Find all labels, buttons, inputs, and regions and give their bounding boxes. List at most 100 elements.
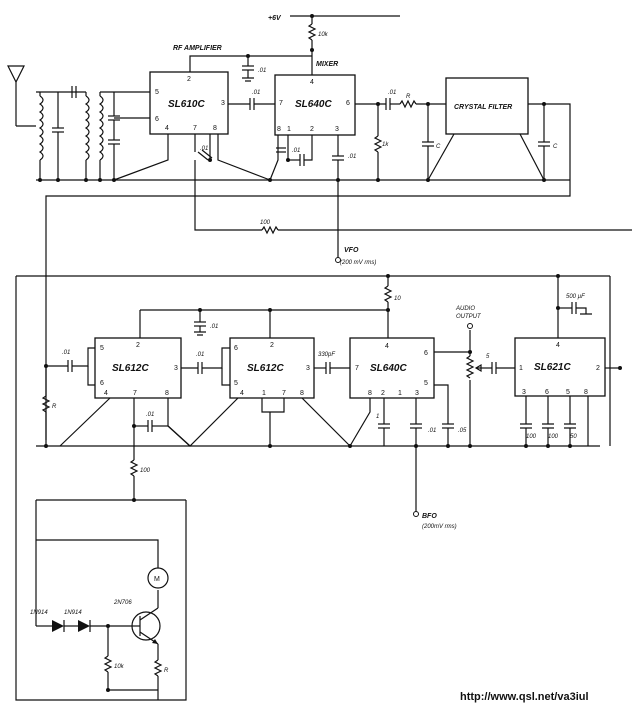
svg-text:5: 5 [486, 354, 490, 360]
meter-icon: M [147, 567, 169, 589]
ic-sl640c-label: SL640C [295, 99, 332, 110]
svg-text:.01: .01 [258, 68, 266, 74]
svg-text:5: 5 [234, 380, 238, 387]
r-10k-top: 10k [318, 32, 329, 38]
svg-text:2: 2 [187, 76, 191, 83]
svg-text:8: 8 [277, 126, 281, 133]
ic-sl621c-label: SL621C [534, 362, 571, 373]
svg-text:100: 100 [548, 434, 559, 440]
svg-text:4: 4 [556, 342, 560, 349]
svg-text:5: 5 [100, 345, 104, 352]
svg-text:5: 5 [155, 89, 159, 96]
ic-sl612c-2: SL612C 6 5 2 3 4 1 7 8 [229, 337, 315, 399]
svg-text:.05: .05 [458, 428, 467, 434]
svg-text:C: C [436, 144, 441, 150]
svg-text:3: 3 [306, 365, 310, 372]
diode-2-label: 1N914 [64, 610, 82, 616]
antenna-icon [7, 65, 36, 127]
svg-text:1: 1 [376, 414, 379, 420]
svg-text:7: 7 [133, 390, 137, 397]
crystal-filter: CRYSTAL FILTER [445, 77, 529, 135]
svg-text:1k: 1k [382, 142, 389, 148]
svg-text:100: 100 [260, 220, 271, 226]
svg-text:2: 2 [381, 390, 385, 397]
svg-text:2: 2 [596, 365, 600, 372]
svg-text:7: 7 [279, 100, 283, 107]
svg-text:R: R [406, 94, 411, 100]
audio-output-label: AUDIO [455, 306, 475, 312]
svg-text:2: 2 [270, 342, 274, 349]
ic-sl612c-1: SL612C 5 6 2 3 4 7 8 [94, 337, 182, 399]
svg-text:.01: .01 [252, 90, 260, 96]
mixer-label: MIXER [316, 61, 338, 68]
svg-text:1: 1 [287, 126, 291, 133]
svg-text:R: R [52, 404, 57, 410]
diode-1n914-2 [78, 620, 91, 632]
svg-text:8: 8 [300, 390, 304, 397]
svg-text:8: 8 [213, 125, 217, 132]
bfo-level: (200mV rms) [422, 524, 457, 530]
svg-text:5: 5 [424, 380, 428, 387]
svg-text:OUTPUT: OUTPUT [456, 314, 482, 320]
diode-1n914-1 [52, 620, 65, 632]
bfo-label: BFO [422, 513, 437, 520]
svg-text:6: 6 [155, 116, 159, 123]
svg-text:.01: .01 [200, 146, 208, 152]
svg-text:4: 4 [385, 343, 389, 350]
svg-text:R: R [164, 668, 169, 674]
supply-label: +6V [268, 15, 282, 22]
svg-text:2: 2 [136, 342, 140, 349]
svg-text:.01: .01 [210, 324, 218, 330]
transistor-2n706 [130, 607, 161, 645]
svg-text:4: 4 [165, 125, 169, 132]
ic-sl610c: SL610C 5 6 2 3 4 7 8 [149, 71, 229, 135]
svg-text:4: 4 [104, 390, 108, 397]
svg-text:.01: .01 [196, 352, 204, 358]
svg-text:10k: 10k [114, 664, 125, 670]
svg-text:7: 7 [355, 365, 359, 372]
vfo-label: VFO [344, 247, 359, 254]
ic-sl640c-detector: SL640C 4 7 6 5 8 2 1 3 [349, 337, 435, 399]
svg-text:.01: .01 [292, 148, 300, 154]
svg-text:.01: .01 [146, 412, 154, 418]
svg-text:1: 1 [262, 390, 266, 397]
svg-text:2: 2 [310, 126, 314, 133]
svg-text:3: 3 [174, 365, 178, 372]
crystal-filter-label: CRYSTAL FILTER [454, 104, 512, 111]
svg-text:100: 100 [526, 434, 537, 440]
supply-rail: +6V 10k [268, 14, 400, 75]
ic-sl612c-2-label: SL612C [247, 363, 284, 374]
svg-text:3: 3 [522, 389, 526, 396]
svg-text:M: M [154, 576, 160, 583]
svg-text:6: 6 [234, 345, 238, 352]
input-tuned-circuits [36, 86, 150, 180]
svg-text:6: 6 [424, 350, 428, 357]
svg-text:C: C [553, 144, 558, 150]
svg-text:3: 3 [335, 126, 339, 133]
vfo-level: (200 mV rms) [340, 260, 376, 266]
svg-text:7: 7 [193, 125, 197, 132]
svg-text:6: 6 [346, 100, 350, 107]
svg-text:4: 4 [240, 390, 244, 397]
svg-text:5: 5 [566, 389, 570, 396]
svg-text:1: 1 [398, 390, 402, 397]
ic-sl610c-label: SL610C [168, 99, 205, 110]
diode-1-label: 1N914 [30, 610, 48, 616]
svg-text:.01: .01 [62, 350, 70, 356]
svg-text:3: 3 [415, 390, 419, 397]
svg-text:4: 4 [310, 79, 314, 86]
ic-sl612c-1-label: SL612C [112, 363, 149, 374]
svg-text:.01: .01 [388, 90, 396, 96]
svg-text:500 µF: 500 µF [566, 294, 585, 300]
svg-text:330pF: 330pF [318, 352, 335, 358]
svg-text:100: 100 [140, 468, 151, 474]
svg-text:3: 3 [221, 100, 225, 107]
svg-text:.01: .01 [428, 428, 436, 434]
svg-text:8: 8 [584, 389, 588, 396]
footer-url: http://www.qsl.net/va3iul [460, 691, 589, 703]
svg-text:6: 6 [100, 380, 104, 387]
ic-sl640c-mixer: SL640C 4 7 6 8 1 2 3 [274, 74, 356, 136]
svg-text:50: 50 [570, 434, 577, 440]
svg-text:10: 10 [394, 296, 401, 302]
